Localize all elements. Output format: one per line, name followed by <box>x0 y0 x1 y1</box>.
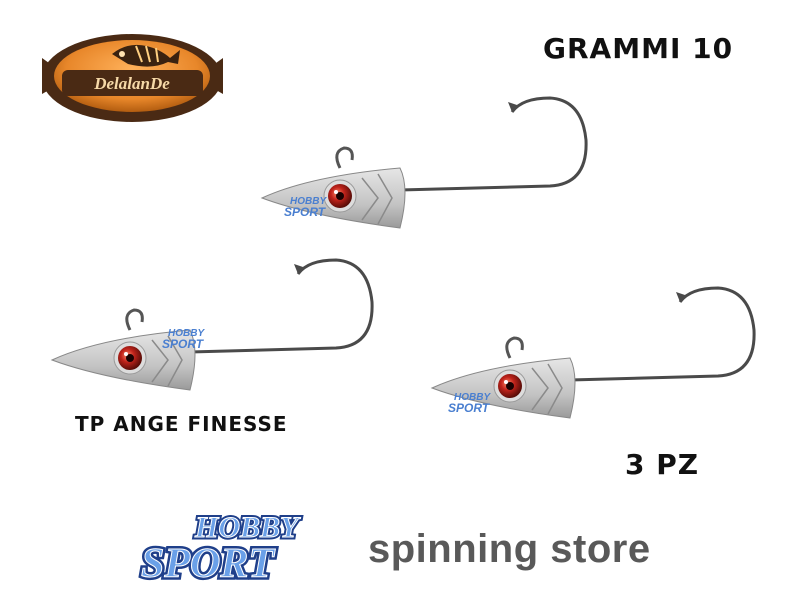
store-logo: HOBBY HOBBY SPORT SPORT <box>138 509 304 586</box>
store-logo-line1: HOBBY <box>194 511 301 544</box>
store-logo-line1-shadow: HOBBY <box>194 511 301 544</box>
svg-text:HOBBY: HOBBY <box>454 392 491 403</box>
svg-text:HOBBY: HOBBY <box>168 328 205 339</box>
svg-text:HOBBY: HOBBY <box>290 196 327 207</box>
brand-logo-text: DelalanDe <box>93 74 170 93</box>
brand-logo: DelalanDe <box>42 34 223 122</box>
product-name-label: TP ANGE FINESSE <box>75 412 288 436</box>
watermark: HOBBY SPORT <box>448 392 491 415</box>
quantity-label: 3 PZ <box>625 448 700 481</box>
svg-text:SPORT: SPORT <box>162 337 205 351</box>
store-logo-line2-shadow: SPORT <box>141 541 276 585</box>
svg-text:SPORT: SPORT <box>284 205 327 219</box>
fish-logo-icon <box>112 44 180 67</box>
svg-text:SPORT: SPORT <box>448 401 491 415</box>
store-tagline: spinning store <box>368 527 651 571</box>
jig-head-hook-icon: HOBBY SPORT <box>260 96 588 229</box>
jig-head-hook-icon: HOBBY SPORT <box>430 286 756 419</box>
store-logo-line2: SPORT <box>141 541 276 585</box>
weight-label: GRAMMI 10 <box>543 32 734 65</box>
jig-head-hook-icon: HOBBY SPORT <box>50 258 374 391</box>
watermark: HOBBY SPORT <box>162 328 205 351</box>
watermark: HOBBY SPORT <box>284 196 327 219</box>
